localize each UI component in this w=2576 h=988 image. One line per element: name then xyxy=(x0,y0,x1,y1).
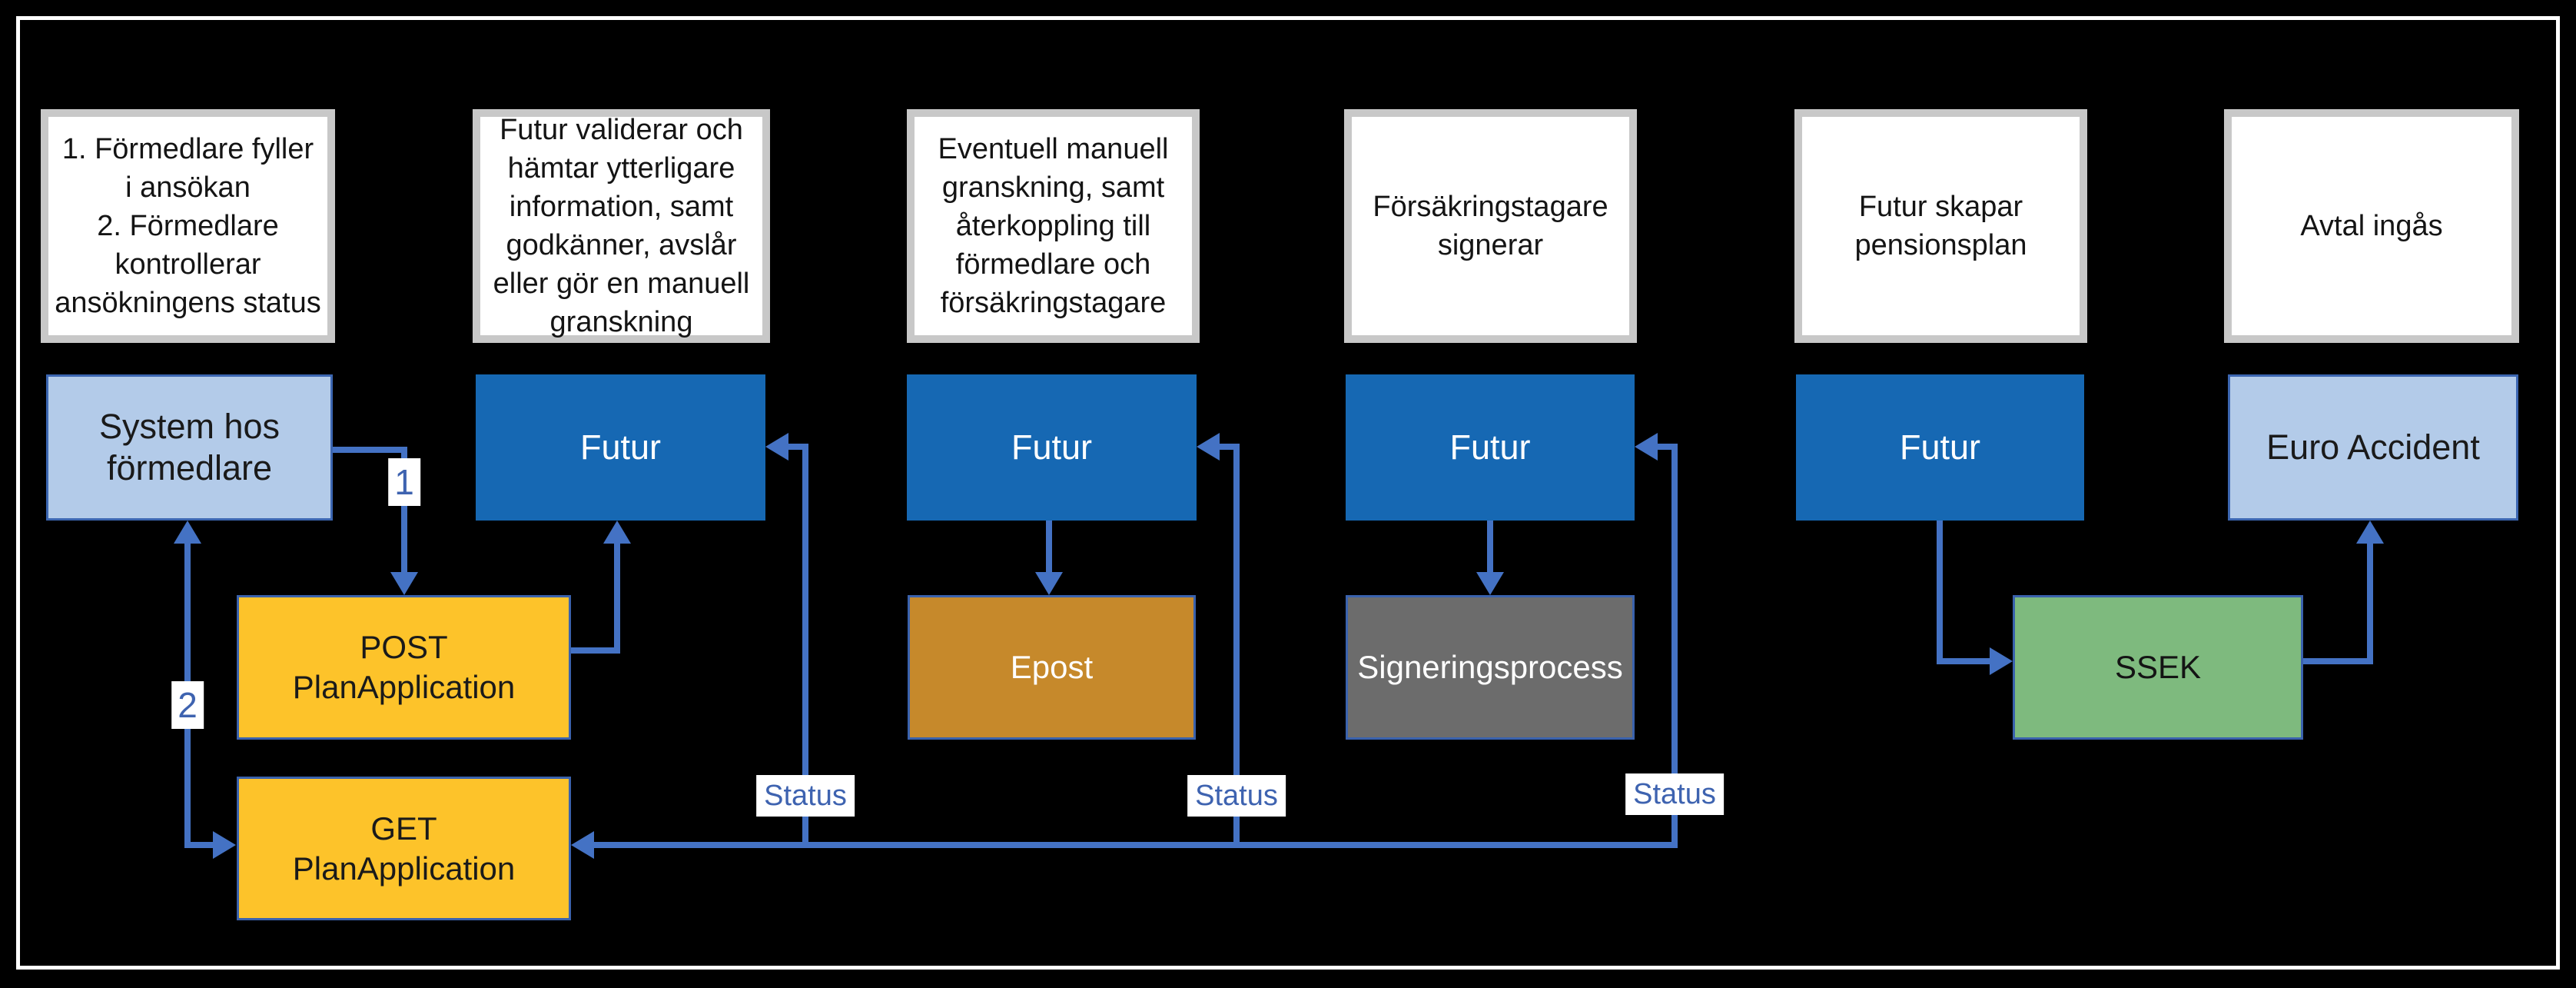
process-box-ssek: SSEK xyxy=(2013,595,2303,740)
arrowhead-left-into-futur1-icon xyxy=(765,433,788,461)
process-box-signeringsprocess: Signeringsprocess xyxy=(1346,595,1635,740)
connector-futur2-epost xyxy=(1046,521,1052,574)
connector-ssek-euro-vertical xyxy=(2367,542,2373,664)
arrowhead-down-into-epost-icon xyxy=(1035,572,1063,595)
arrowhead-left-into-futur2-icon xyxy=(1197,433,1220,461)
connector-status1-stub xyxy=(788,444,808,450)
label-step-2: 2 xyxy=(171,681,204,729)
arrowhead-right-into-get-icon xyxy=(213,831,236,859)
connector-2-horizontal xyxy=(184,842,215,848)
actor-box-futur-3: Futur xyxy=(1346,374,1635,521)
note-box-futur-skapar-pensionsplan: Futur skapar pensionsplan xyxy=(1794,109,2087,343)
label-status-2: Status xyxy=(1187,775,1286,817)
actor-box-futur-2: Futur xyxy=(907,374,1197,521)
note-box-formedlare-steps: 1. Förmedlare fyller i ansökan 2. Förmed… xyxy=(41,109,335,343)
connector-status3-vertical xyxy=(1671,444,1678,848)
connector-status1-vertical xyxy=(802,444,808,848)
connector-status2-stub xyxy=(1220,444,1240,450)
label-step-1: 1 xyxy=(388,458,420,506)
connector-ssek-euro-horizontal xyxy=(2303,658,2373,664)
connector-post-futur-horizontal xyxy=(571,647,620,654)
note-box-futur-validerar: Futur validerar och hämtar ytterligare i… xyxy=(473,109,770,343)
connector-status3-stub xyxy=(1658,444,1678,450)
diagram-frame xyxy=(16,16,2560,970)
label-status-3: Status xyxy=(1625,773,1724,815)
label-status-1: Status xyxy=(756,775,855,817)
arrowhead-up-into-system-icon xyxy=(174,521,201,544)
connector-futur3-signering xyxy=(1487,521,1493,574)
actor-box-system-hos-formedlare: System hos förmedlare xyxy=(46,374,333,521)
arrowhead-left-into-futur3-icon xyxy=(1635,433,1658,461)
arrowhead-up-into-euro-accident-icon xyxy=(2356,521,2384,544)
note-box-forsakringstagare-signerar: Försäkringstagare signerar xyxy=(1344,109,1637,343)
arrowhead-left-into-get-icon xyxy=(571,831,594,859)
actor-box-futur-1: Futur xyxy=(476,374,765,521)
actor-box-futur-4: Futur xyxy=(1796,374,2084,521)
process-box-epost: Epost xyxy=(908,595,1196,740)
note-box-manuell-granskning: Eventuell manuell granskning, samt återk… xyxy=(907,109,1200,343)
process-box-post-planapplication: POST PlanApplication xyxy=(237,595,571,740)
connector-1-horizontal xyxy=(333,447,407,453)
connector-futur4-ssek-horizontal xyxy=(1937,658,1990,664)
process-box-get-planapplication: GET PlanApplication xyxy=(237,777,571,920)
connector-futur4-ssek-vertical xyxy=(1937,521,1943,664)
connector-status-trunk xyxy=(593,842,1678,848)
arrowhead-down-into-post-icon xyxy=(390,572,418,595)
actor-box-euro-accident: Euro Accident xyxy=(2228,374,2518,521)
arrowhead-right-into-ssek-icon xyxy=(1990,647,2013,675)
connector-post-futur-vertical xyxy=(614,542,620,654)
note-box-avtal-ingas: Avtal ingås xyxy=(2224,109,2519,343)
connector-1-vertical xyxy=(401,447,407,575)
connector-status2-vertical xyxy=(1233,444,1240,848)
arrowhead-down-into-signering-icon xyxy=(1476,572,1504,595)
arrowhead-up-into-futur1-icon xyxy=(603,521,631,544)
